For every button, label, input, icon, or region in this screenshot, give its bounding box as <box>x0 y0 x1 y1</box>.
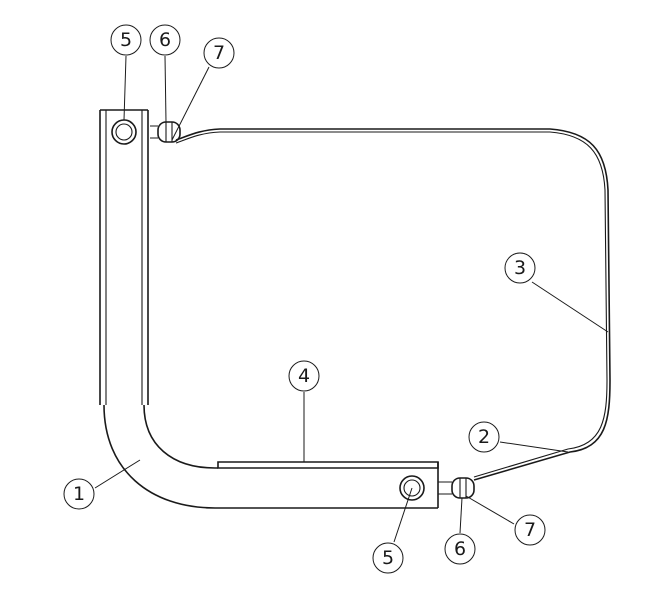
bent-tube-frame <box>99 109 439 509</box>
callout-label: 4 <box>298 365 310 387</box>
callout-label: 7 <box>213 42 225 64</box>
upper-bolt-assembly <box>111 119 181 145</box>
callout-2: 2 <box>468 421 500 453</box>
callout-5-lower: 5 <box>372 542 404 574</box>
callout-label: 5 <box>382 547 394 569</box>
callout-7-upper: 7 <box>203 37 235 69</box>
callout-4: 4 <box>288 360 320 392</box>
callout-6-upper: 6 <box>149 24 181 56</box>
callout-label: 7 <box>524 519 536 541</box>
callout-5-upper: 5 <box>110 24 142 56</box>
callout-label: 1 <box>73 483 85 505</box>
reinforcing-strip <box>217 461 439 469</box>
flexible-panel <box>175 128 611 481</box>
callout-label: 6 <box>159 29 171 51</box>
callout-label: 2 <box>478 426 490 448</box>
callout-6-lower: 6 <box>444 533 476 565</box>
leader-lines <box>94 55 609 543</box>
callout-label: 3 <box>514 257 526 279</box>
callout-7-lower: 7 <box>514 514 546 546</box>
callout-label: 5 <box>120 29 132 51</box>
callout-label: 6 <box>454 538 466 560</box>
lower-bolt-assembly <box>399 475 475 501</box>
callout-3: 3 <box>504 252 536 284</box>
callout-1: 1 <box>63 478 95 510</box>
